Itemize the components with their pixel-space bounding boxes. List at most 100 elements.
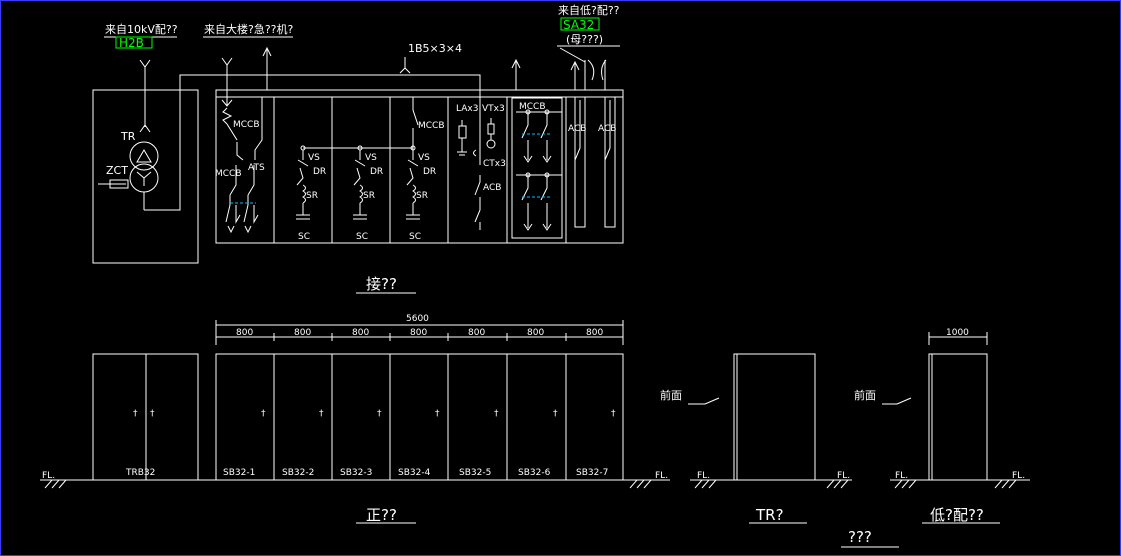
tr-delta-icon (136, 149, 152, 163)
dim-w-2: 800 (294, 328, 311, 338)
handle-icon: † (377, 409, 382, 419)
transformer-panel-box (92, 89, 199, 264)
la-arrester-icon (458, 125, 467, 139)
floor-label-front-left: FL. (42, 471, 55, 481)
lv-outgoing-arrow-2 (511, 58, 521, 90)
bldg-source-label: 来自大楼?急??机? (204, 22, 294, 36)
handle-icon: † (494, 409, 499, 419)
tr-side-view: 前面 FL. FL. TR? (660, 353, 852, 524)
front-arrow-lv (882, 397, 912, 405)
ct-icon (473, 149, 477, 157)
floor-hatch-lv (894, 479, 1017, 489)
ats-surge-icon (222, 107, 233, 125)
front-view-caption: 正?? (366, 506, 397, 524)
mccb-switch-3 (412, 97, 419, 160)
vs-label-2: VS (365, 153, 377, 163)
bldg-outgoing-arrow (262, 46, 272, 90)
tr-winding-primary (129, 141, 159, 171)
panel-label-5: SB32-5 (459, 468, 491, 478)
lv-source-tag: SA32 (563, 18, 594, 32)
acb-label-3: ACB (598, 124, 616, 134)
dim-w-7: 800 (586, 328, 603, 338)
sr-coil-3 (412, 184, 416, 204)
lv-outgoing-arrow-1 (570, 60, 580, 90)
sld-caption: 接?? (366, 275, 397, 293)
panel-label-4: SB32-4 (398, 468, 431, 478)
lv-dim-line (928, 332, 988, 345)
floor-label-front-right: FL. (655, 471, 668, 481)
handle-icon: † (261, 409, 266, 419)
dim-w-3: 800 (352, 328, 369, 338)
lv-source-label: 来自低?配?? (558, 4, 620, 17)
handle-icon: † (435, 409, 440, 419)
hv-source-tag-box (115, 36, 153, 49)
acb-bus-2 (604, 96, 616, 228)
sc-label-1: SC (298, 232, 310, 242)
sc-capacitor-3 (406, 203, 420, 220)
lv-view-caption: 低?配?? (930, 506, 984, 524)
handle-icon: † (553, 409, 558, 419)
front-view: 5600 800 800 800 800 800 800 800 † † † †… (40, 314, 670, 524)
dim-w-6: 800 (527, 328, 544, 338)
handle-icon: † (150, 409, 155, 419)
mccb-label-3: MCCB (418, 121, 445, 131)
sc-capacitor-2 (353, 203, 367, 220)
handle-icon: † (133, 409, 138, 419)
front-arrow-tr (688, 397, 720, 405)
lv-side-panel (928, 353, 988, 481)
handle-icon: † (611, 409, 616, 419)
floor-label-tr-right: FL. (837, 471, 850, 481)
tr-label: TR (120, 130, 136, 143)
la-label: LAx3 (456, 104, 478, 114)
sr-coil-1 (302, 184, 306, 204)
tr-arrow-icon (139, 124, 151, 133)
dim-segment-ticks (273, 333, 567, 341)
panel-label-0: TRB32 (125, 468, 155, 478)
handle-icon: † (319, 409, 324, 419)
busbar-cable-right (402, 74, 481, 90)
lv-source-tag-box (560, 17, 600, 31)
acb-label-2: ACB (568, 124, 586, 134)
vt-fuse-icon (487, 123, 495, 135)
acb-lv-circuit: ACB ACB (568, 60, 616, 228)
front-label-lv: 前面 (854, 388, 876, 402)
tr-wye-icon (136, 171, 152, 186)
lv-busduct-symbol (587, 59, 607, 81)
dim-w-4: 800 (410, 328, 427, 338)
ats-panel-circuit: MCCB ATS MCCB (215, 90, 267, 234)
dr-label-3: DR (423, 167, 436, 177)
sb32-panel-row (215, 353, 624, 481)
panel-label-7: SB32-7 (576, 468, 608, 478)
incoming-acb-circuit: LAx3 VTx3 CTx3 ACB (456, 90, 506, 230)
panel-label-6: SB32-6 (518, 468, 551, 478)
footer-caption: ??? (848, 528, 872, 546)
floor-label-lv-left: FL. (895, 471, 908, 481)
dim-w-1: 800 (236, 328, 253, 338)
hv-source-label: 来自10kV配?? (105, 23, 178, 36)
acb-label-1: ACB (483, 183, 501, 193)
tr-view-caption: TR? (755, 506, 784, 524)
floor-hatch-tr (694, 479, 849, 489)
mccb-switch-1 (226, 123, 238, 141)
vt-label: VTx3 (482, 104, 505, 114)
mccb-panel-inner-box (511, 97, 563, 239)
vs-label-3: VS (418, 153, 430, 163)
dr-label-2: DR (370, 167, 383, 177)
tr-to-busbar-cable (144, 74, 402, 211)
sc-capacitor-1 (296, 203, 310, 220)
lv-side-view: 1000 前面 FL. FL. 低?配?? (854, 328, 1030, 524)
mccb-label-2: MCCB (215, 169, 242, 179)
mccb-feeder-circuit: MCCB (516, 102, 562, 231)
sr-label-1: SR (306, 191, 318, 201)
hv-incoming-arrow (139, 59, 151, 127)
capacitor-circuit-3: MCCB VS DR SR SC (406, 97, 445, 242)
vs-label-1: VS (308, 153, 320, 163)
bldg-incoming-arrow (221, 57, 233, 90)
panel-label-1: SB32-1 (223, 468, 255, 478)
sc-label-3: SC (409, 232, 421, 242)
front-label-tr: 前面 (660, 388, 682, 402)
sc-label-2: SC (356, 232, 368, 242)
floor-hatch-front (44, 479, 652, 489)
